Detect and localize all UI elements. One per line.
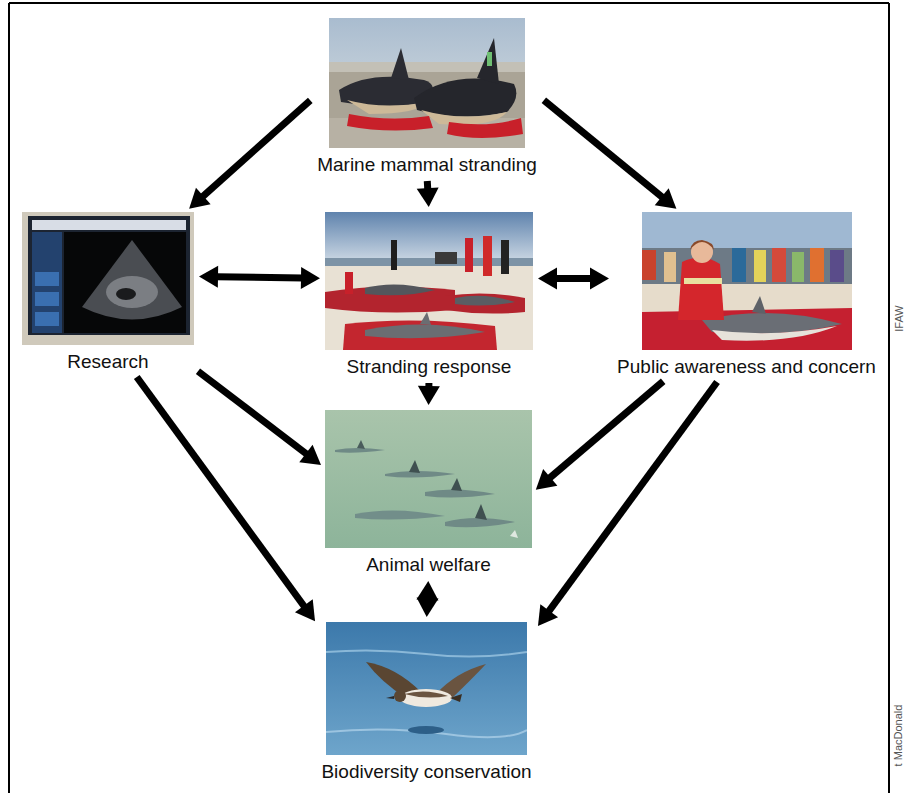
arrow-shaft bbox=[549, 381, 663, 478]
node-caption: Marine mammal stranding bbox=[314, 154, 540, 176]
arrow-shaft bbox=[202, 100, 310, 197]
response-photo-node: Stranding response bbox=[325, 212, 533, 378]
arrow-head bbox=[299, 445, 321, 465]
photo-illustration bbox=[326, 622, 527, 755]
frame-line bbox=[888, 3, 890, 793]
arrow-head bbox=[538, 604, 558, 626]
arrow-connector bbox=[417, 181, 439, 207]
arrow-connector bbox=[198, 371, 321, 465]
arrow-connector bbox=[199, 266, 320, 289]
photo-illustration bbox=[22, 212, 194, 345]
stranding-photo-node: Marine mammal stranding bbox=[314, 18, 540, 176]
research-photo-node: Research bbox=[22, 212, 194, 373]
arrow-shaft bbox=[544, 100, 663, 198]
arrow-head bbox=[416, 581, 438, 600]
photo-credit: IFAW bbox=[893, 305, 906, 331]
node-caption: Stranding response bbox=[325, 356, 533, 378]
node-caption: Public awareness and concern bbox=[614, 356, 879, 378]
arrow-connector bbox=[538, 382, 717, 626]
node-caption: Animal welfare bbox=[325, 554, 532, 576]
photo-credit: t MacDonald bbox=[892, 705, 905, 767]
welfare-photo-node: Animal welfare bbox=[325, 410, 532, 576]
arrow-head bbox=[590, 267, 609, 289]
arrow-connector bbox=[544, 100, 677, 209]
node-caption: Biodiversity conservation bbox=[318, 761, 535, 783]
arrow-connector bbox=[189, 100, 310, 208]
arrow-shaft bbox=[555, 275, 592, 282]
biodiversity-photo-node: Biodiversity conservation bbox=[318, 622, 535, 783]
arrow-head bbox=[301, 267, 320, 289]
arrow-connector bbox=[418, 383, 440, 405]
photo-illustration bbox=[329, 18, 525, 148]
photo-illustration bbox=[325, 410, 532, 548]
arrow-shaft bbox=[198, 371, 308, 455]
arrow-head bbox=[189, 188, 210, 209]
arrow-connector bbox=[137, 377, 315, 621]
arrow-shaft bbox=[137, 377, 305, 607]
photo-illustration bbox=[642, 212, 852, 350]
arrow-head bbox=[417, 598, 439, 617]
arrow-head bbox=[536, 469, 558, 490]
arrow-connector bbox=[416, 581, 438, 617]
arrow-shaft bbox=[216, 277, 303, 278]
arrow-connector bbox=[538, 267, 609, 289]
arrow-connector bbox=[536, 381, 663, 490]
arrow-head bbox=[418, 386, 440, 405]
arrow-head bbox=[199, 266, 218, 288]
arrow-head bbox=[417, 187, 439, 207]
arrow-head bbox=[295, 599, 315, 621]
arrow-head bbox=[538, 267, 557, 289]
node-caption: Research bbox=[22, 351, 194, 373]
photo-illustration bbox=[325, 212, 533, 350]
awareness-photo-node: Public awareness and concern bbox=[614, 212, 879, 378]
arrow-head bbox=[655, 188, 677, 209]
frame-line bbox=[8, 3, 10, 793]
arrow-shaft bbox=[548, 382, 717, 612]
frame-line bbox=[9, 2, 889, 4]
